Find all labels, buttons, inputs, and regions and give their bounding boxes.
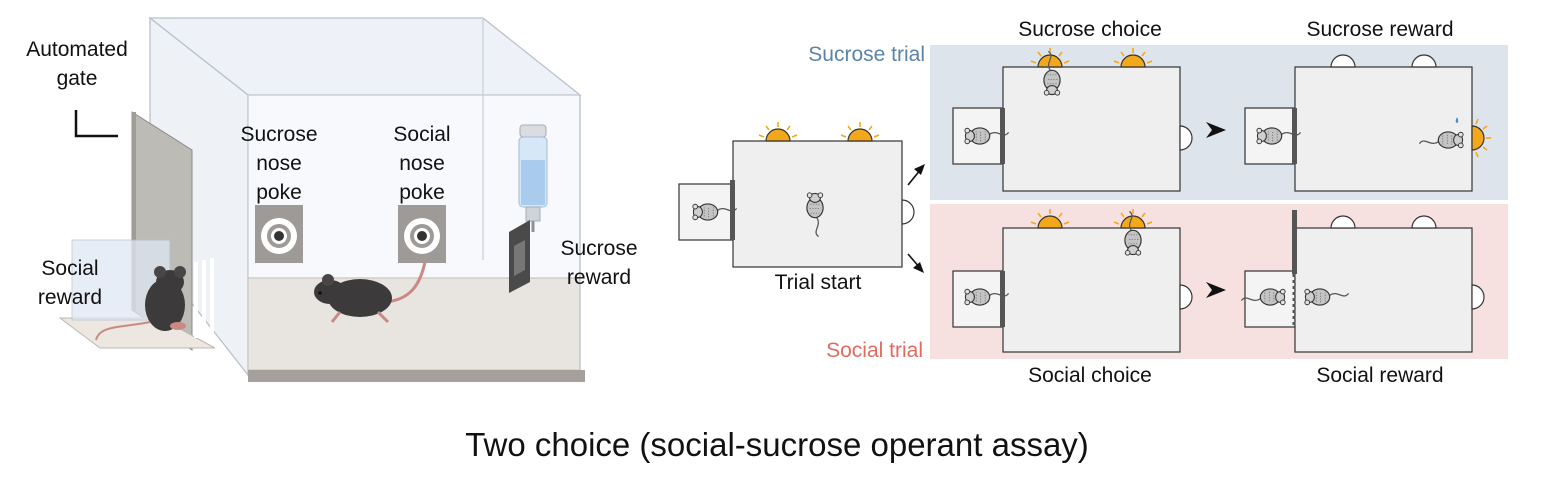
social-nose-poke-icon [398,205,446,263]
test-mouse-illustration [314,261,427,324]
social-nose-poke-label: Social nose poke [362,120,482,207]
flow-arrow-social-reward [1206,282,1226,298]
social-mouse-illustration [95,266,186,341]
social-choice-chamber [952,208,1193,353]
sucrose-bottle-icon [518,124,548,232]
trial-start-label: Trial start [774,271,862,294]
sucrose-reward-illustration-label-line-1: Sucrose [560,237,638,260]
sucrose-choice-label: Sucrose choice [1018,18,1162,41]
social-nose-poke-label-line-3: poke [399,181,445,204]
social-trial-label: Social trial [826,339,923,362]
social-reward-label: Social reward [1316,364,1444,387]
chamber-floor [247,277,581,371]
figure-caption: Two choice (social-sucrose operant assay… [465,426,1089,463]
social-reward-illustration-label: Social reward [10,254,130,312]
sucrose-reward-label: Sucrose reward [1306,18,1454,41]
automated-gate-label: Automated gate [2,35,152,93]
sucrose-reward-illustration-label: Sucrose reward [534,234,664,292]
social-nose-poke-label-line-2: nose [399,152,445,175]
sucrose-nose-poke-icon [255,205,303,263]
sucrose-reward-chamber [1244,54,1492,192]
operant-box-illustration [58,16,585,382]
sucrose-nose-poke-label: Sucrose nose poke [219,120,339,207]
sucrose-nose-poke-label-line-1: Sucrose [240,123,318,146]
flow-arrow-sucrose [907,164,925,186]
automated-gate-label-line-2: gate [56,67,98,90]
automated-gate-label-line-1: Automated [26,38,128,61]
flow-arrow-social [907,253,924,273]
social-reward-illustration-label-line-1: Social [41,257,99,280]
sucrose-nose-poke-label-line-2: nose [256,152,302,175]
social-reward-illustration-label-line-2: reward [37,286,103,309]
sucrose-reward-port-icon [509,220,530,293]
sucrose-reward-illustration-label-line-2: reward [566,266,632,289]
social-reward-chamber [1240,210,1485,353]
sucrose-nose-poke-label-line-3: poke [256,181,302,204]
gate-pointer-icon [74,110,118,138]
sucrose-choice-chamber [952,47,1193,192]
trial-start-chamber [678,121,915,268]
flow-arrow-sucrose-reward [1206,122,1226,138]
social-choice-label: Social choice [1028,364,1152,387]
social-nose-poke-label-line-1: Social [393,123,451,146]
sucrose-trial-label: Sucrose trial [808,43,925,66]
